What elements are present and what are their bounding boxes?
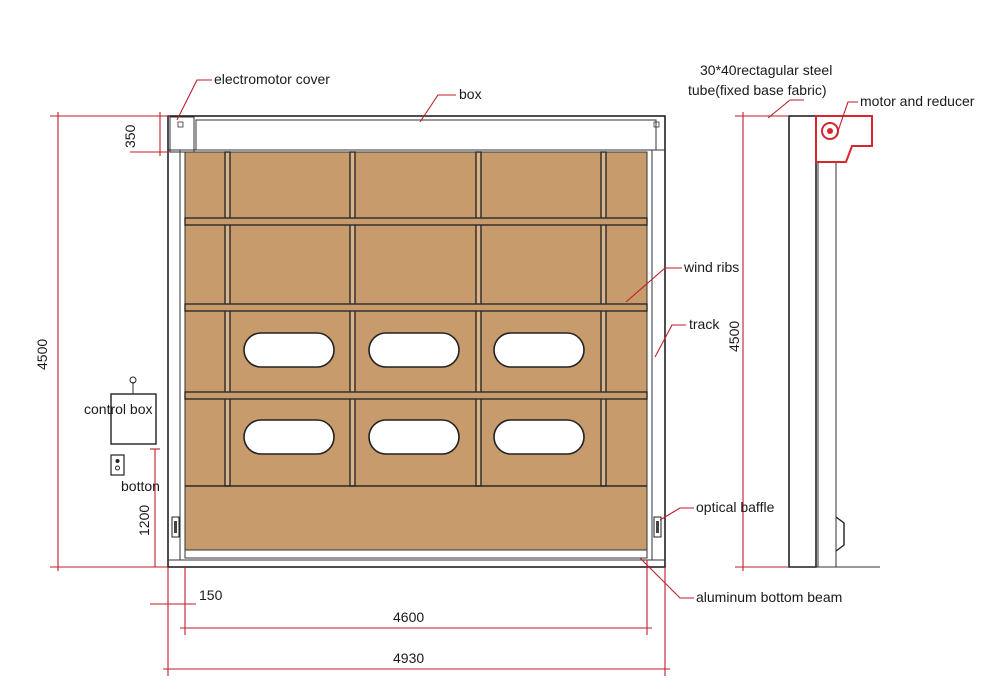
side-view [760,115,880,568]
label-button: botton [121,478,160,494]
label-steel-tube-1: 30*40rectagular steel [700,62,832,78]
vision-windows [243,332,585,455]
leader-lines [176,79,858,599]
motor-and-reducer [815,115,873,163]
window [243,419,335,455]
control-box [110,376,157,445]
label-track: track [689,316,720,332]
window [368,332,460,368]
text-labels: electromotor cover box 30*40rectagular s… [84,62,975,605]
label-motor-reducer: motor and reducer [860,93,975,109]
dim-track-offset: 150 [199,587,223,603]
dim-total-height: 4500 [34,339,50,370]
label-aluminum-beam: aluminum bottom beam [696,589,842,605]
aluminum-bottom-beam [184,549,648,559]
box [168,119,665,151]
optical-baffles [171,516,662,538]
label-control-box: control box [84,401,152,417]
dim-inner-width: 4600 [393,609,424,625]
dim-button-height: 1200 [136,505,152,536]
label-wind-ribs: wind ribs [683,259,739,275]
window [493,332,585,368]
window [493,419,585,455]
label-optical-baffle: optical baffle [696,499,775,515]
window [243,332,335,368]
label-box: box [459,86,482,102]
door-frame [167,115,666,568]
label-steel-tube-2: tube(fixed base fabric) [688,82,827,98]
button-box [110,454,125,476]
dim-box-height: 350 [122,124,138,148]
dimension-lines [50,112,789,676]
dimension-values: 350 4500 1200 4500 150 4600 4930 [34,124,742,666]
window [368,419,460,455]
label-electromotor-cover: electromotor cover [214,71,330,87]
dim-side-height: 4500 [726,321,742,352]
dim-outer-width: 4930 [393,650,424,666]
electromotor-cover [169,116,660,153]
wind-ribs [184,217,648,487]
